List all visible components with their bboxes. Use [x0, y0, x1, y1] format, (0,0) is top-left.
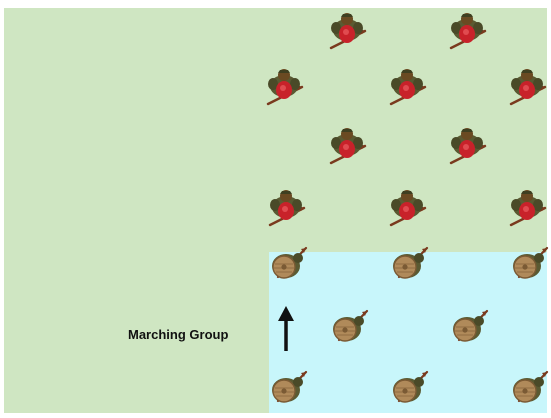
- round-shield-soldier-icon: [325, 305, 369, 349]
- round-shield-soldier-icon: [445, 305, 489, 349]
- red-shield-soldier-icon: [385, 185, 429, 229]
- round-shield-soldier-icon: [385, 366, 429, 410]
- red-shield-soldier-icon: [445, 123, 489, 167]
- red-shield-soldier-icon: [505, 64, 549, 108]
- round-shield-soldier-icon: [264, 242, 308, 286]
- round-shield-soldier-icon: [505, 366, 549, 410]
- round-shield-soldier-icon: [385, 242, 429, 286]
- marching-group-label: Marching Group: [128, 327, 229, 342]
- round-shield-soldier-icon: [264, 366, 308, 410]
- red-shield-soldier-icon: [264, 185, 308, 229]
- red-shield-soldier-icon: [325, 123, 369, 167]
- red-shield-soldier-icon: [445, 8, 489, 52]
- red-shield-soldier-icon: [325, 8, 369, 52]
- red-shield-soldier-icon: [385, 64, 429, 108]
- arrow-up-icon: [276, 305, 296, 353]
- round-shield-soldier-icon: [505, 242, 549, 286]
- red-shield-soldier-icon: [262, 64, 306, 108]
- red-shield-soldier-icon: [505, 185, 549, 229]
